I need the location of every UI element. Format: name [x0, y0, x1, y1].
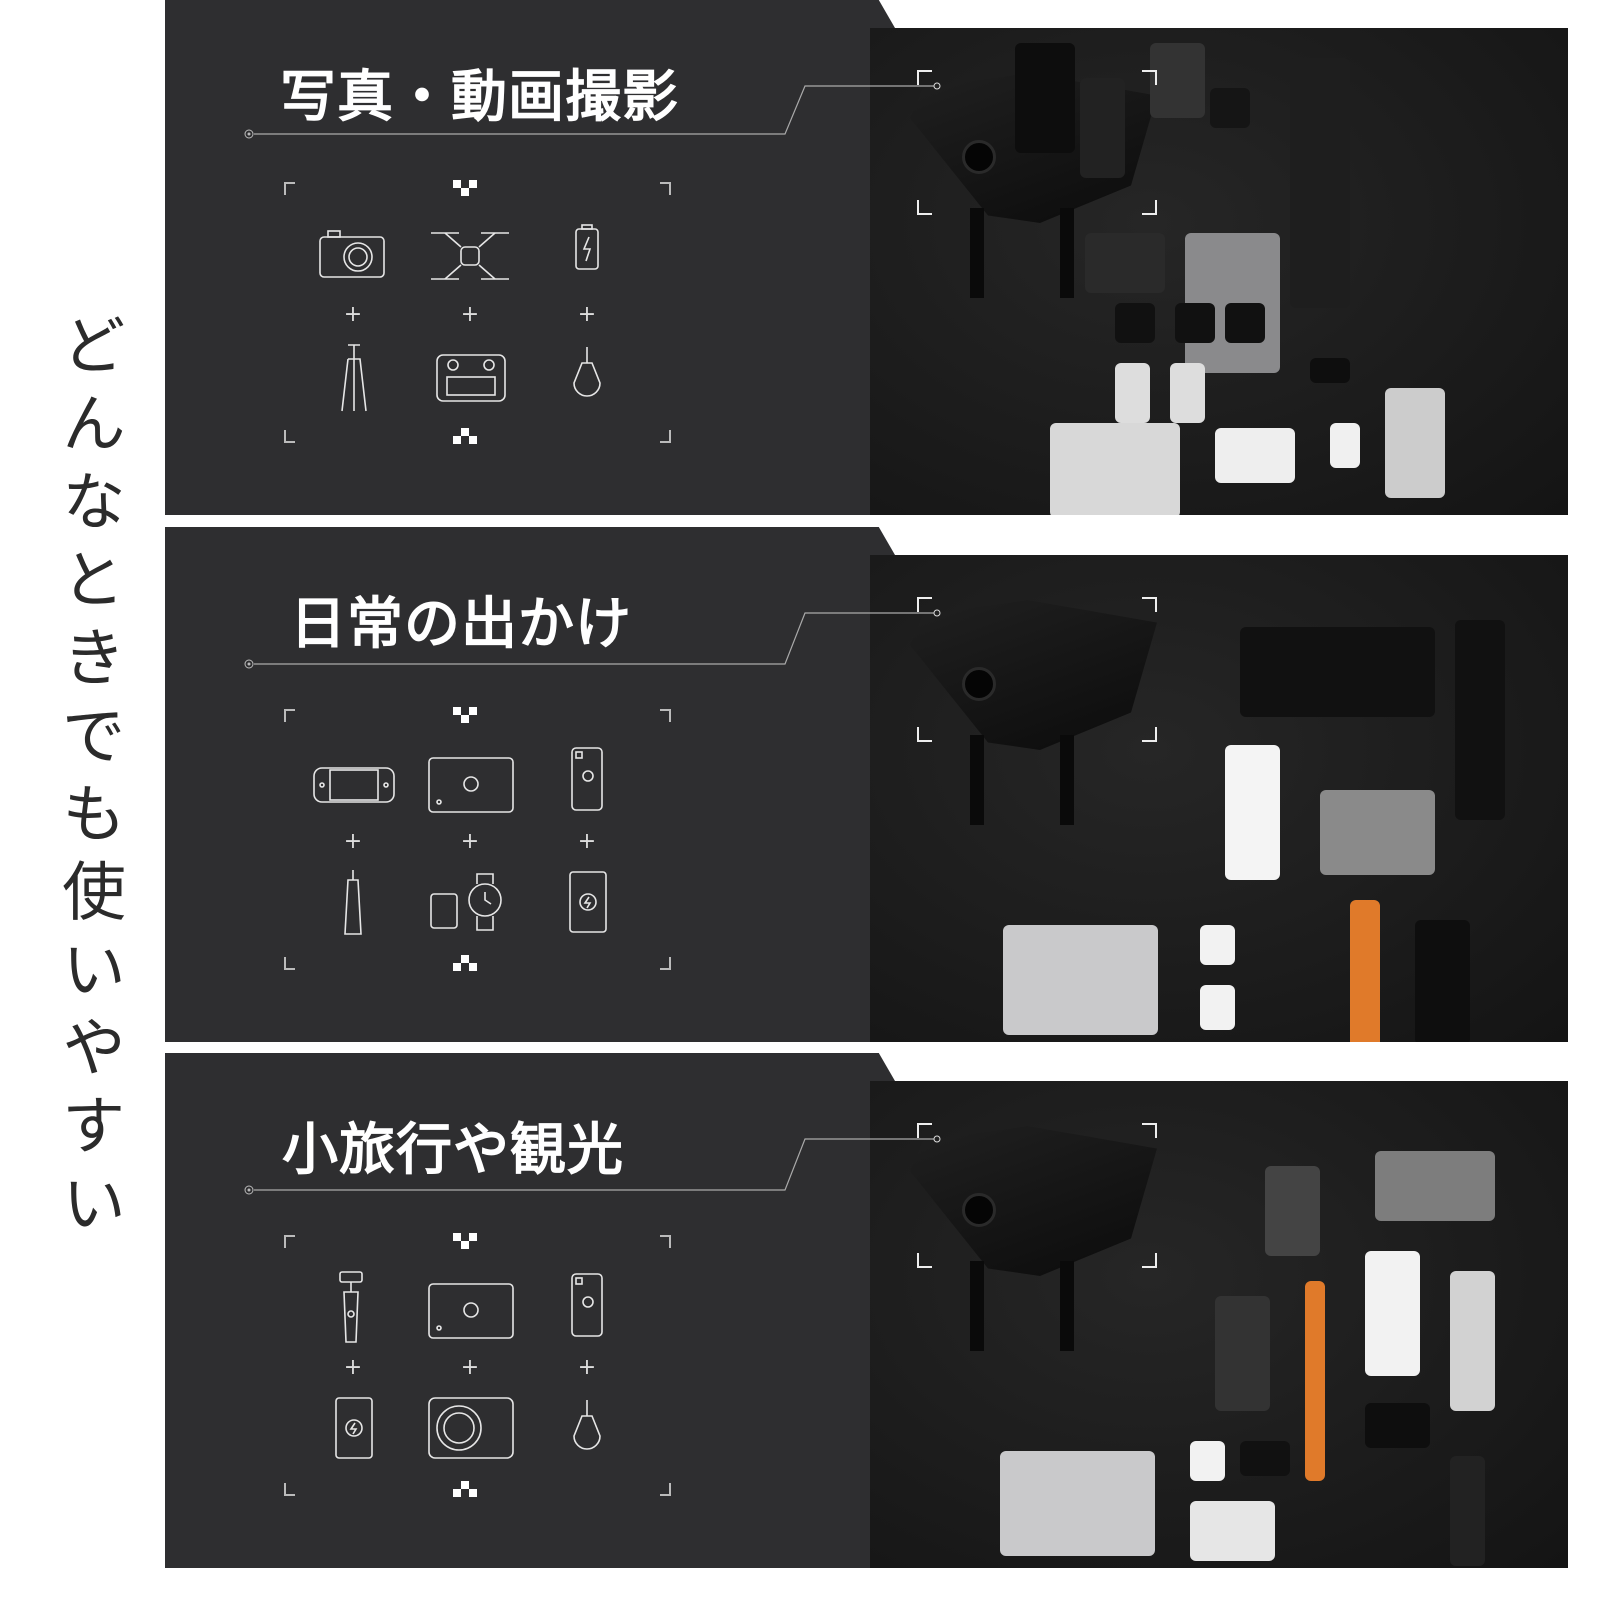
gear-item: [1385, 388, 1445, 498]
gear-item: [1225, 745, 1280, 880]
gear-item: [1455, 620, 1505, 820]
gear-item: [1170, 363, 1205, 423]
gear-item: [1450, 1456, 1485, 1566]
gear-item: [1225, 303, 1265, 343]
gear-item: [1150, 43, 1205, 118]
gear-item: [1003, 925, 1158, 1035]
gear-item: [1240, 627, 1435, 717]
gimbal-icon: [339, 1271, 363, 1343]
tripod-icon: [341, 344, 367, 412]
gear-item: [1115, 303, 1155, 343]
gear-item: [1080, 78, 1125, 178]
bag-strap: [970, 735, 984, 825]
gear-item: [1450, 1271, 1495, 1411]
bag-buckle: [962, 140, 996, 174]
gear-item: [1350, 900, 1380, 1042]
camera-icon: [319, 230, 385, 278]
plus-sign: +: [343, 829, 363, 854]
smartphone-icon: [571, 747, 603, 811]
gear-item: [1200, 985, 1235, 1030]
gear-item: [1175, 303, 1215, 343]
sling-bag: [910, 1126, 1157, 1276]
plus-sign: +: [343, 302, 363, 327]
gear-item: [1365, 1403, 1430, 1448]
gear-item: [1415, 920, 1470, 1042]
card-and-watch-icon: [430, 873, 502, 931]
usage-panel: 日常の出かけ + + +: [165, 527, 1568, 1042]
panel-tab: [805, 0, 895, 28]
usage-panel: 写真・動画撮影 + + +: [165, 0, 1568, 515]
gear-item: [1000, 1451, 1155, 1556]
gear-item: [1375, 1151, 1495, 1221]
gear-item: [1215, 428, 1295, 483]
gear-item: [1210, 88, 1250, 128]
gear-item: [1215, 1296, 1270, 1411]
plus-sign: +: [577, 829, 597, 854]
sling-bag: [910, 600, 1157, 750]
air-blower-icon: [573, 1400, 601, 1450]
product-photo: [870, 1081, 1568, 1568]
gear-item: [1115, 363, 1150, 423]
panel-title: 写真・動画撮影: [280, 65, 679, 130]
gear-item: [1050, 423, 1180, 515]
gear-item: [1310, 358, 1350, 383]
air-blower-icon: [573, 347, 601, 397]
plus-sign: +: [460, 829, 480, 854]
panel-tab: [805, 527, 895, 555]
bag-buckle: [962, 1193, 996, 1227]
game-console-icon: [313, 767, 395, 803]
gear-item: [1365, 1251, 1420, 1376]
gear-item: [1320, 790, 1435, 875]
power-bank-icon: [569, 871, 607, 933]
drone-controller-icon: [436, 354, 506, 402]
tablet-icon: [428, 1283, 514, 1339]
gear-item: [1015, 43, 1075, 153]
bag-strap: [970, 1261, 984, 1351]
panel-title: 日常の出かけ: [290, 592, 632, 657]
product-photo: [870, 555, 1568, 1042]
product-photo: [870, 28, 1568, 515]
gear-item: [1330, 423, 1360, 468]
gear-item: [1290, 58, 1350, 308]
gear-item: [1190, 1441, 1225, 1481]
panel-tab: [805, 1053, 895, 1081]
gear-item: [1200, 925, 1235, 965]
power-bank-icon: [335, 1397, 373, 1459]
bag-strap: [970, 208, 984, 298]
usage-panel: 小旅行や観光 + + +: [165, 1053, 1568, 1568]
bag-strap: [1060, 1261, 1074, 1351]
smartphone-icon: [571, 1273, 603, 1337]
drone-icon: [431, 232, 509, 280]
plus-sign: +: [577, 302, 597, 327]
tablet-icon: [428, 757, 514, 813]
projector-icon: [428, 1397, 514, 1459]
panel-title: 小旅行や観光: [282, 1118, 624, 1183]
gear-item: [1265, 1166, 1320, 1256]
plus-sign: +: [577, 1355, 597, 1380]
bag-strap: [1060, 735, 1074, 825]
battery-icon: [575, 224, 599, 270]
gear-item: [1305, 1281, 1325, 1481]
bag-buckle: [962, 667, 996, 701]
gear-item: [1240, 1441, 1290, 1476]
plus-sign: +: [343, 1355, 363, 1380]
bag-strap: [1060, 208, 1074, 298]
plus-sign: +: [460, 302, 480, 327]
side-heading: どんなときでも使いやすい: [51, 312, 125, 1248]
plus-sign: +: [460, 1355, 480, 1380]
gear-item: [1190, 1501, 1275, 1561]
gear-item: [1085, 233, 1165, 293]
folding-umbrella-icon: [344, 870, 362, 935]
